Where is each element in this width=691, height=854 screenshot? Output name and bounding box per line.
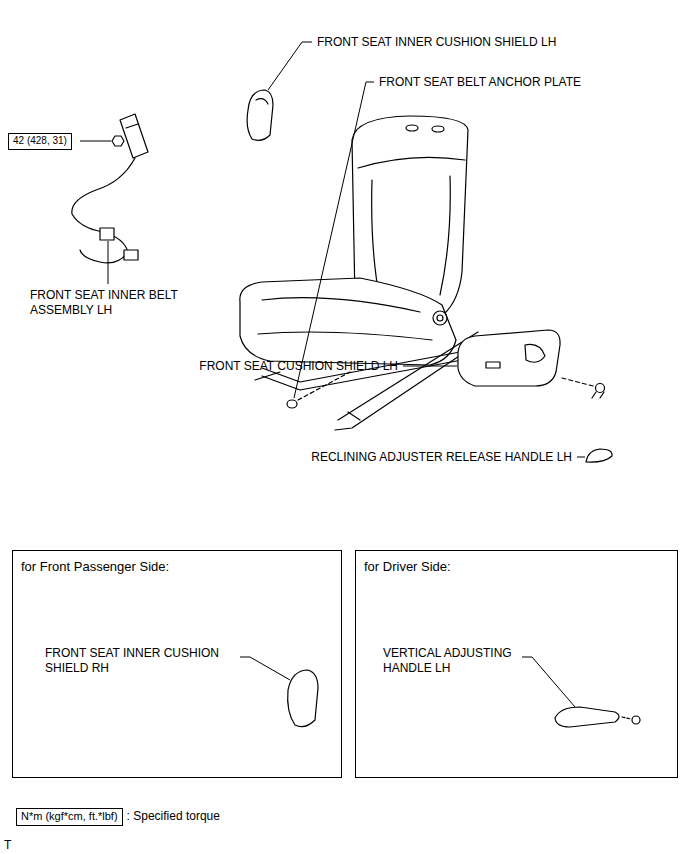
figure-code: T (4, 838, 11, 853)
variant-panel: for Driver Side: VERTICAL ADJUSTING HANDL… (355, 550, 678, 778)
connector (124, 250, 138, 260)
leader-line (294, 82, 374, 398)
recliner-mechanism (433, 311, 447, 325)
belt-wire (72, 158, 135, 263)
torque-box: 42 (428, 31) (8, 133, 72, 150)
shield-detail (525, 344, 545, 362)
legend-note: : Specified torque (127, 809, 220, 824)
variant-panel: for Front Passenger Side: FRONT SEAT INNE… (12, 550, 342, 778)
part-name: FRONT SEAT INNER BELT ASSEMBLY LH (30, 288, 210, 318)
seat-rail (338, 332, 478, 420)
adjusting-handle (555, 707, 619, 727)
leader-line (80, 141, 111, 142)
leader-line (268, 42, 312, 90)
part-name: FRONT SEAT CUSHION SHIELD LH (199, 359, 398, 374)
part-name: FRONT SEAT INNER CUSHION SHIELD LH (317, 35, 556, 50)
torque-box: N*m (kgf*cm, ft.*lbf) (16, 808, 123, 826)
part-name: FRONT SEAT INNER CUSHION SHIELD RH (45, 646, 245, 676)
cushion-seam (258, 332, 432, 340)
nut (112, 136, 124, 146)
cushion-shield (247, 90, 273, 140)
anchor-plate (287, 400, 297, 408)
seat-rail (348, 412, 360, 420)
part-name: VERTICAL ADJUSTING HANDLE LH (383, 646, 533, 676)
leader-line (577, 457, 585, 458)
seat-rail (255, 372, 280, 380)
headrest-hole (432, 126, 444, 132)
leader-lines (80, 42, 585, 707)
cushion-shield (288, 670, 318, 727)
part-name: FRONT SEAT BELT ANCHOR PLATE (379, 75, 581, 90)
leader-line (240, 657, 290, 680)
release-handle (586, 449, 612, 462)
screw (596, 384, 605, 393)
seat-back-seam (440, 176, 450, 295)
install-line (622, 717, 631, 719)
shield-detail (256, 99, 268, 104)
install-line (562, 378, 593, 386)
install-line (298, 372, 350, 400)
recliner-mechanism (437, 315, 443, 321)
part-name: RECLINING ADJUSTER RELEASE HANDLE LH (311, 450, 572, 465)
cushion-seam (262, 298, 420, 312)
belt-buckle (126, 124, 138, 128)
panel-heading: for Driver Side: (364, 559, 451, 575)
torque-value: N*m (kgf*cm, ft.*lbf) (21, 810, 118, 824)
belt-buckle (120, 114, 148, 158)
leader-line (108, 241, 109, 284)
seat-back-seam (358, 157, 465, 168)
cushion-shield (458, 330, 560, 386)
connector (100, 228, 114, 240)
headrest-hole (406, 125, 418, 131)
shield-slot (486, 362, 500, 368)
leader-line (522, 657, 575, 707)
screw (632, 716, 640, 724)
screw (592, 392, 604, 398)
panel-heading: for Front Passenger Side: (21, 559, 169, 575)
torque-value: 42 (428, 31) (13, 135, 67, 148)
seat-cushion (240, 278, 456, 365)
leader-line (403, 366, 457, 367)
